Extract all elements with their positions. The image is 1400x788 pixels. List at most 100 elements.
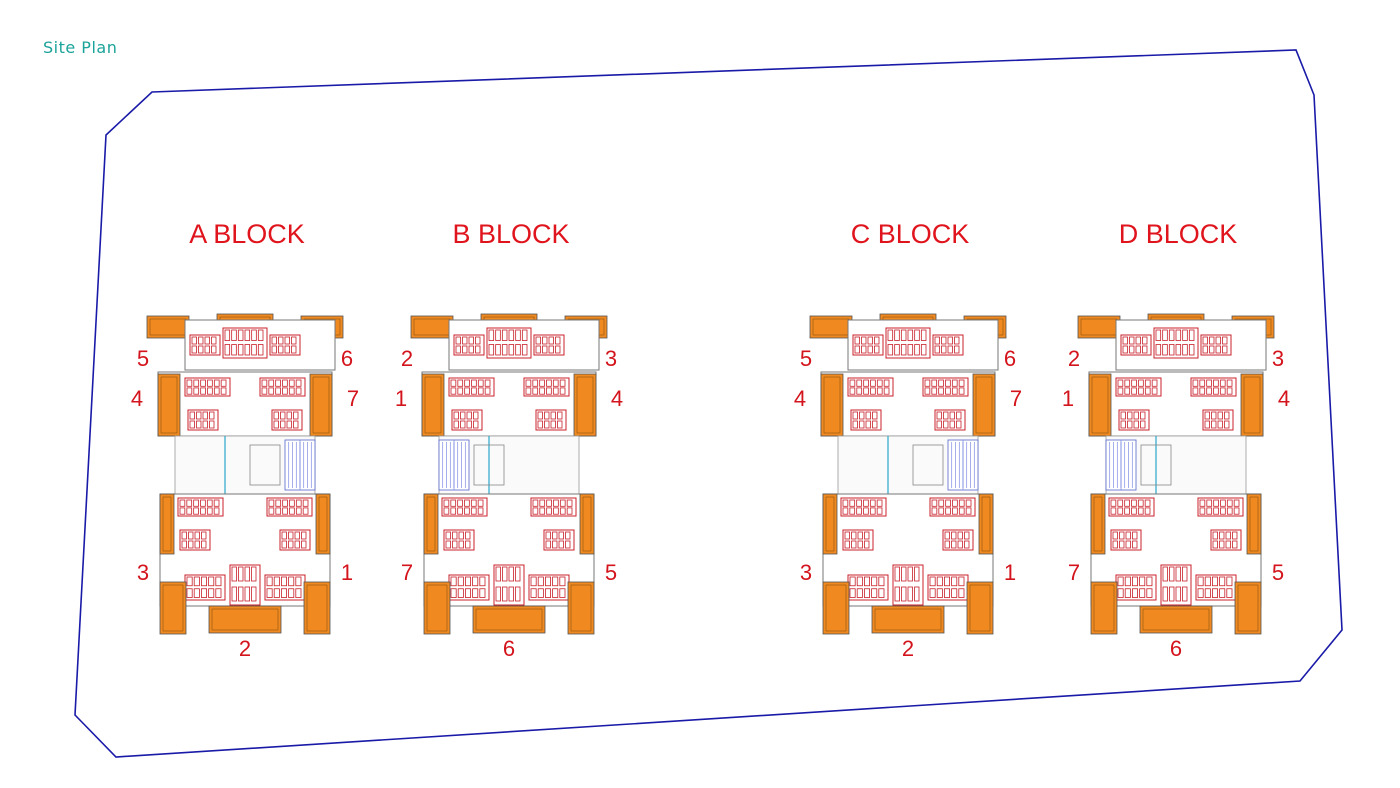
furniture-piece xyxy=(194,531,200,540)
furniture-piece xyxy=(550,420,556,429)
furniture-piece xyxy=(863,387,869,395)
balcony-inner xyxy=(981,496,991,552)
furniture-piece xyxy=(301,531,307,540)
furniture-piece xyxy=(295,588,302,598)
furniture-piece xyxy=(460,411,466,420)
furniture-piece xyxy=(288,379,295,387)
balcony xyxy=(1139,605,1213,634)
furniture-piece xyxy=(929,576,936,587)
lift-shaft xyxy=(473,444,505,486)
furniture-piece xyxy=(284,336,290,345)
balcony xyxy=(809,315,853,339)
furniture-piece xyxy=(887,329,894,341)
furniture-piece xyxy=(181,540,187,549)
furniture-piece xyxy=(207,379,213,387)
furniture-group xyxy=(850,409,882,431)
furniture-piece xyxy=(457,387,464,395)
furniture-piece xyxy=(206,499,213,507)
furniture-piece xyxy=(920,344,927,356)
furniture-piece xyxy=(202,411,208,420)
furniture-piece xyxy=(244,344,251,356)
furniture-piece xyxy=(251,344,257,356)
unit-number: 6 xyxy=(503,636,515,661)
furniture-piece xyxy=(501,344,508,356)
furniture-piece xyxy=(1142,336,1148,345)
furniture-piece xyxy=(200,507,206,515)
furniture-piece xyxy=(515,329,521,341)
furniture-outline xyxy=(850,409,882,431)
furniture-piece xyxy=(280,588,287,598)
furniture-piece xyxy=(938,379,944,387)
furniture-piece xyxy=(1215,336,1221,345)
furniture-group xyxy=(453,334,485,356)
unit-number: 2 xyxy=(239,636,251,661)
furniture-piece xyxy=(266,588,273,598)
furniture-piece xyxy=(1199,499,1206,507)
furniture-piece xyxy=(1168,329,1175,341)
furniture-group xyxy=(222,327,268,359)
unit-number: 6 xyxy=(341,346,353,371)
furniture-piece xyxy=(1142,345,1148,354)
furniture-outline xyxy=(543,529,575,551)
furniture-outline xyxy=(885,327,931,359)
furniture-piece xyxy=(924,387,931,395)
furniture-piece xyxy=(295,499,302,507)
furniture-piece xyxy=(535,345,541,354)
furniture-piece xyxy=(211,345,217,354)
furniture-piece xyxy=(1138,387,1144,395)
balcony-fill xyxy=(573,373,597,437)
furniture-outline xyxy=(179,529,211,551)
furniture-piece xyxy=(186,387,193,395)
furniture-piece xyxy=(1206,499,1213,507)
furniture-piece xyxy=(894,566,900,582)
furniture-outline xyxy=(1197,497,1244,517)
furniture-piece xyxy=(458,540,464,549)
furniture-piece xyxy=(954,336,960,345)
furniture-piece xyxy=(268,379,275,387)
furniture-piece xyxy=(193,588,200,598)
furniture-piece xyxy=(914,586,920,602)
furniture-group xyxy=(1115,574,1157,601)
furniture-piece xyxy=(251,586,257,602)
furniture-group xyxy=(1110,529,1142,551)
furniture-piece xyxy=(477,499,484,507)
furniture-piece xyxy=(941,336,947,345)
furniture-piece xyxy=(952,507,958,515)
furniture-piece xyxy=(1219,387,1226,395)
furniture-piece xyxy=(281,540,287,549)
furniture-piece xyxy=(484,379,491,387)
furniture-piece xyxy=(849,576,856,587)
furniture-piece xyxy=(193,507,199,515)
furniture-piece xyxy=(552,540,558,549)
furniture-piece xyxy=(191,336,197,345)
furniture-piece xyxy=(189,411,195,420)
lift-shaft xyxy=(249,444,281,486)
furniture-outline xyxy=(533,334,565,356)
furniture-piece xyxy=(867,345,873,354)
furniture-piece xyxy=(273,588,280,598)
furniture-piece xyxy=(951,379,958,387)
furniture-outline xyxy=(269,334,301,356)
page-title: Site Plan xyxy=(43,38,118,57)
furniture-piece xyxy=(181,531,187,540)
furniture-piece xyxy=(443,507,450,515)
furniture-piece xyxy=(1155,344,1162,356)
furniture-piece xyxy=(1212,540,1218,549)
furniture-piece xyxy=(295,387,302,395)
site-boundary xyxy=(74,49,1343,758)
furniture-piece xyxy=(1219,540,1225,549)
furniture-piece xyxy=(844,540,850,549)
furniture-piece xyxy=(558,540,564,549)
furniture-piece xyxy=(280,411,286,420)
furniture-piece xyxy=(215,588,222,598)
unit-number: 3 xyxy=(605,346,617,371)
furniture-piece xyxy=(502,566,508,582)
furniture-piece xyxy=(284,345,290,354)
balcony-fill xyxy=(423,581,451,635)
furniture-piece xyxy=(470,499,477,507)
furniture-piece xyxy=(464,507,470,515)
unit-number: 1 xyxy=(395,386,407,411)
furniture-piece xyxy=(271,336,277,345)
furniture-piece xyxy=(188,540,194,549)
furniture-piece xyxy=(488,329,495,341)
